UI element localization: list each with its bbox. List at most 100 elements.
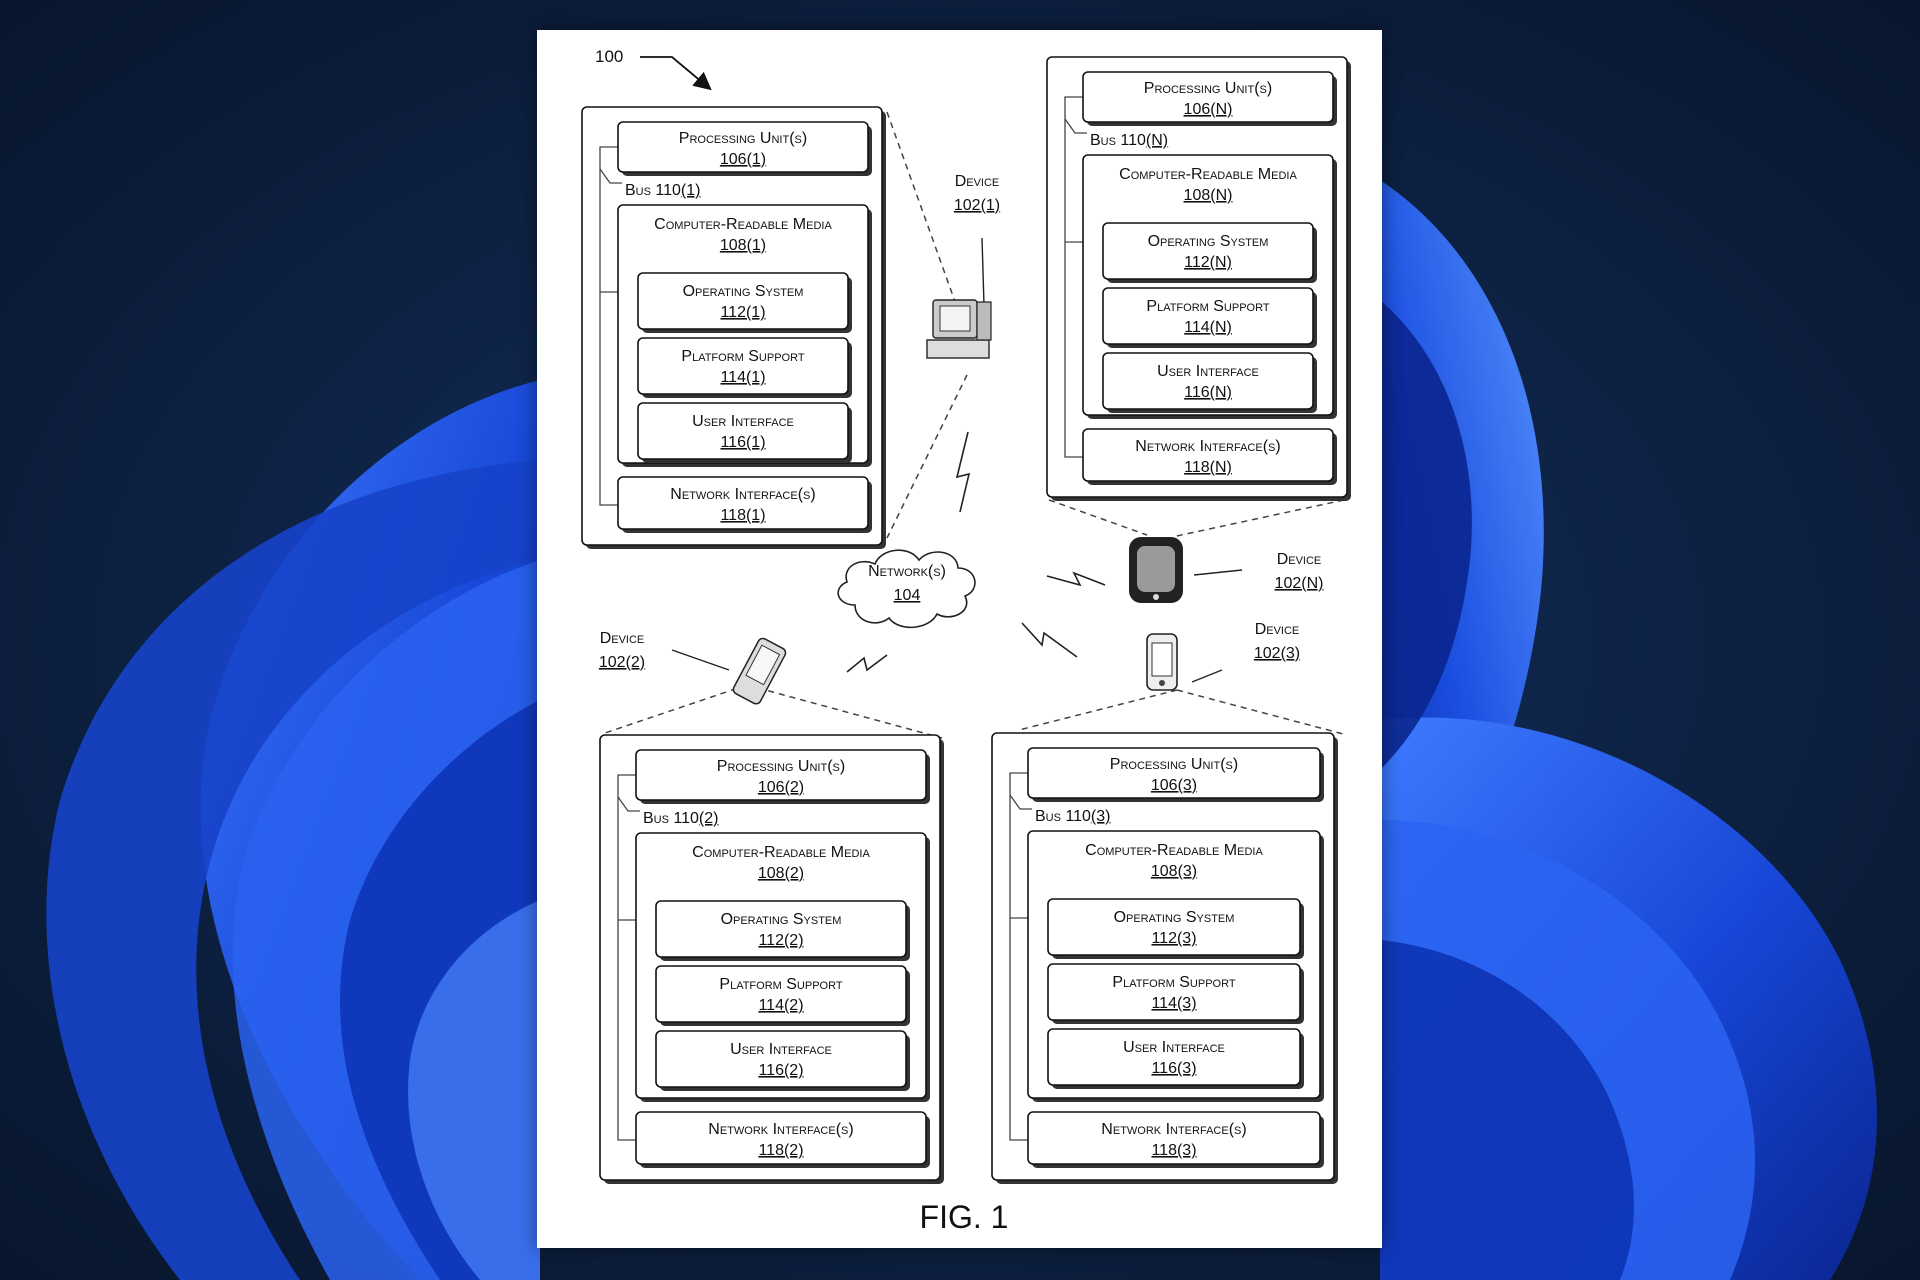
platform-support-label: Platform Support (681, 348, 804, 365)
user-interface-ref: 116(N) (1184, 384, 1232, 401)
tablet-device-icon (1129, 537, 1243, 603)
system-diagram: 100 Network(s) 104 (581, 47, 1351, 1235)
bus-line (1009, 772, 1028, 1141)
operating-system-box (1047, 898, 1301, 956)
bus-label: Bus 110(1) (625, 182, 700, 199)
network-interface-box (1082, 428, 1334, 482)
processing-unit-label: Processing Unit(s) (717, 758, 845, 775)
svg-text:Device: Device (600, 630, 645, 647)
operating-system-label: Operating System (1114, 909, 1235, 926)
patent-figure-sheet: 100 Network(s) 104 (537, 30, 1382, 1248)
operating-system-box (637, 272, 849, 330)
bus-line (617, 774, 636, 1141)
processing-unit-box (635, 749, 927, 801)
bus-line (1064, 96, 1083, 458)
platform-support-box (1102, 287, 1314, 345)
user-interface-ref: 116(2) (758, 1062, 803, 1079)
processing-unit-box (1027, 747, 1321, 799)
bus-label: Bus 110(3) (1035, 808, 1110, 825)
network-interface-box (617, 476, 869, 530)
bus-label-leader (617, 796, 640, 812)
processing-unit-label: Processing Unit(s) (1110, 756, 1238, 773)
media-ref: 108(2) (758, 865, 804, 882)
processing-unit-box (1082, 71, 1334, 123)
connector-lines (604, 111, 1348, 739)
user-interface-ref: 116(3) (1151, 1060, 1196, 1077)
network-interface-label: Network Interface(s) (1135, 438, 1280, 455)
processing-unit-ref: 106(2) (758, 779, 804, 796)
user-interface-box (1047, 1028, 1301, 1086)
processing-unit-label: Processing Unit(s) (1144, 80, 1272, 97)
device-panel-n: Processing Unit(s) 106(N) Bus 110(N) Comput… (1046, 56, 1351, 501)
device-panel-2: Processing Unit(s) 106(2) Bus 110(2) Comput… (599, 734, 944, 1184)
media-label: Computer-Readable Media (1119, 166, 1297, 183)
media-ref: 108(3) (1151, 863, 1197, 880)
operating-system-box (655, 900, 907, 958)
user-interface-label: User Interface (692, 413, 794, 430)
platform-support-ref: 114(1) (720, 369, 765, 386)
bus-label-leader (1064, 118, 1087, 134)
operating-system-label: Operating System (683, 283, 804, 300)
figure-ref: 100 (595, 47, 623, 66)
bus-label-leader (599, 168, 622, 184)
platform-support-ref: 114(2) (758, 997, 803, 1014)
user-interface-label: User Interface (730, 1041, 832, 1058)
handheld-device-icon (671, 637, 787, 705)
network-interface-label: Network Interface(s) (1101, 1121, 1246, 1138)
bus-label: Bus 110(N) (1090, 132, 1168, 149)
media-label: Computer-Readable Media (654, 216, 832, 233)
platform-support-ref: 114(N) (1184, 319, 1232, 336)
processing-unit-ref: 106(1) (720, 151, 766, 168)
operating-system-ref: 112(N) (1184, 254, 1232, 271)
media-ref: 108(1) (720, 237, 766, 254)
svg-text:102(1): 102(1) (954, 197, 1000, 214)
platform-support-label: Platform Support (1146, 298, 1269, 315)
media-label: Computer-Readable Media (692, 844, 870, 861)
platform-support-label: Platform Support (719, 976, 842, 993)
network-cloud: Network(s) 104 (837, 549, 976, 629)
operating-system-ref: 112(1) (720, 304, 765, 321)
device-panel-1: Processing Unit(s) 106(1) Bus 110(1) Comput… (581, 106, 886, 549)
svg-text:Device: Device (1255, 621, 1300, 638)
network-interface-ref: 118(2) (758, 1142, 803, 1159)
platform-support-label: Platform Support (1112, 974, 1235, 991)
figure-caption: FIG. 1 (920, 1199, 1009, 1235)
desktop-computer-icon (926, 237, 992, 359)
network-interface-ref: 118(N) (1184, 459, 1232, 476)
network-interface-ref: 118(3) (1151, 1142, 1196, 1159)
device-panel-3: Processing Unit(s)106(3)Bus 110(3)Comput… (991, 732, 1338, 1184)
wireless-links (846, 431, 1106, 673)
device-label-2: Device 102(2) (599, 630, 645, 671)
media-ref: 108(N) (1184, 187, 1233, 204)
svg-text:Device: Device (955, 173, 1000, 190)
platform-support-box (637, 337, 849, 395)
network-interface-label: Network Interface(s) (670, 486, 815, 503)
network-interface-ref: 118(1) (720, 507, 765, 524)
platform-support-box (1047, 963, 1301, 1021)
svg-text:102(2): 102(2) (599, 654, 645, 671)
media-box (1082, 154, 1334, 416)
operating-system-label: Operating System (721, 911, 842, 928)
processing-unit-box (617, 121, 869, 173)
operating-system-label: Operating System (1148, 233, 1269, 250)
figure-ref-arrow (640, 56, 712, 91)
svg-text:102(N): 102(N) (1275, 575, 1324, 592)
svg-text:102(3): 102(3) (1254, 645, 1300, 662)
media-label: Computer-Readable Media (1085, 842, 1263, 859)
processing-unit-label: Processing Unit(s) (679, 130, 807, 147)
platform-support-ref: 114(3) (1151, 995, 1196, 1012)
user-interface-box (637, 402, 849, 460)
network-interface-box (1027, 1111, 1321, 1165)
network-label: Network(s) (868, 563, 946, 580)
bloom-right (1380, 180, 1878, 1280)
user-interface-box (1102, 352, 1314, 410)
operating-system-ref: 112(2) (758, 932, 803, 949)
processing-unit-ref: 106(N) (1184, 101, 1233, 118)
smartphone-icon (1146, 633, 1223, 691)
device-label-1: Device 102(1) (954, 173, 1000, 214)
device-label-3: Device 102(3) (1254, 621, 1300, 662)
device-panels: Processing Unit(s) 106(1) Bus 110(1) Comput… (581, 56, 1351, 1184)
bus-label: Bus 110(2) (643, 810, 718, 827)
user-interface-ref: 116(1) (720, 434, 765, 451)
bloom-left (46, 380, 540, 1280)
